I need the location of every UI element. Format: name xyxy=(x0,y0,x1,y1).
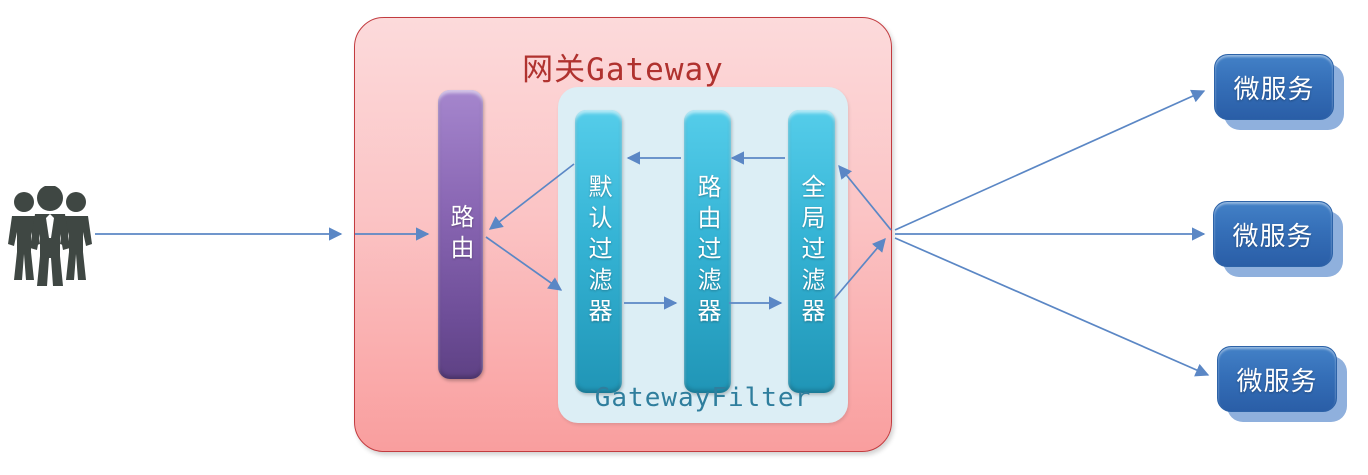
gateway-box: 网关Gateway 路由 默认过滤器 路由过滤器 全局过滤器 GatewayFi… xyxy=(354,17,892,452)
route-label: 路由 xyxy=(446,203,474,266)
global-filter-label: 全局过滤器 xyxy=(797,174,825,329)
default-filter-node: 默认过滤器 xyxy=(575,110,622,393)
microservice-node-1: 微服务 xyxy=(1214,54,1344,130)
route-filter-label: 路由过滤器 xyxy=(693,174,721,329)
route-filter-node: 路由过滤器 xyxy=(684,110,731,393)
microservice-label: 微服务 xyxy=(1214,54,1334,120)
arrow-fan-to-microservice-3 xyxy=(894,237,1210,377)
gateway-filter-group-label: GatewayFilter xyxy=(594,383,812,413)
users-group-icon xyxy=(8,186,92,286)
gateway-title: 网关Gateway xyxy=(522,52,724,88)
microservice-node-3: 微服务 xyxy=(1217,346,1347,422)
global-filter-node: 全局过滤器 xyxy=(788,110,835,393)
gateway-filter-group: 默认过滤器 路由过滤器 全局过滤器 GatewayFilter xyxy=(558,87,848,423)
microservice-label: 微服务 xyxy=(1213,201,1333,267)
route-node: 路由 xyxy=(438,90,483,379)
default-filter-label: 默认过滤器 xyxy=(584,174,612,329)
arrow-fan-to-microservice-1 xyxy=(894,89,1206,231)
microservice-node-2: 微服务 xyxy=(1213,201,1343,277)
tie-shape xyxy=(46,214,54,238)
microservice-label: 微服务 xyxy=(1217,346,1337,412)
